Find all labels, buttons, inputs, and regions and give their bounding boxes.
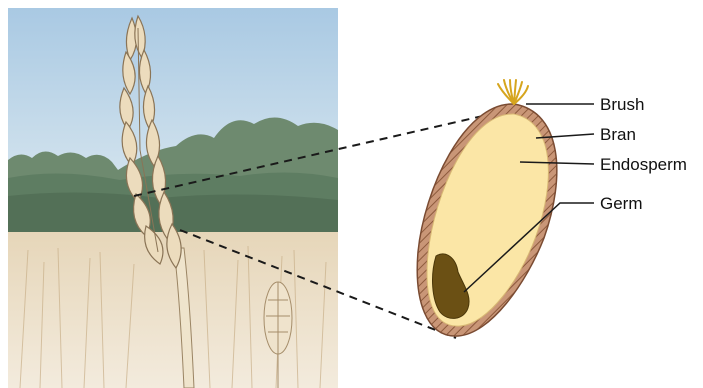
- endosperm-label: Endosperm: [600, 155, 687, 174]
- grain-labels: Brush Bran Endosperm Germ: [600, 95, 687, 213]
- grain-cross-section: [417, 80, 557, 336]
- brush-hairs: [498, 80, 528, 104]
- bran-label: Bran: [600, 125, 636, 144]
- brush-label: Brush: [600, 95, 644, 114]
- wheat-field-photo: [8, 8, 338, 388]
- germ-label: Germ: [600, 194, 643, 213]
